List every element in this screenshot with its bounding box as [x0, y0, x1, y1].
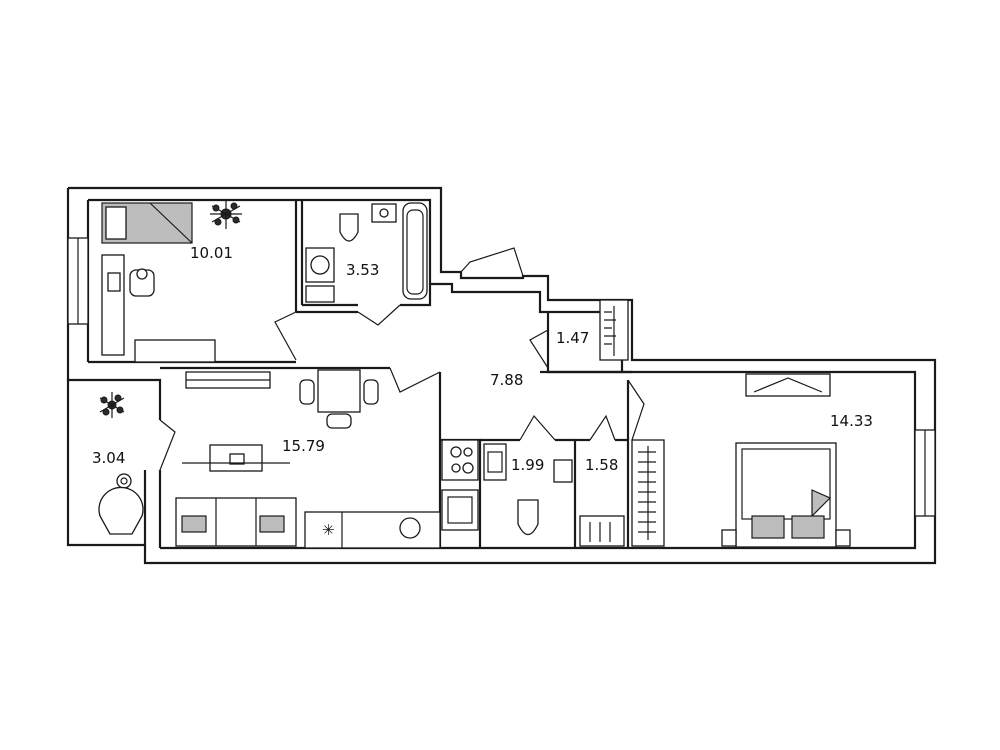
kitchen-sink [441, 489, 479, 531]
closet-furniture [579, 439, 665, 547]
armchair-balcony [98, 486, 144, 535]
toilet-bathroom [339, 213, 359, 242]
dining-chair-left [299, 379, 315, 405]
bathtub [402, 202, 428, 300]
room-toilet-area: 1.99 [511, 456, 544, 474]
living-furniture: ✳ [175, 369, 479, 549]
kettle-icon [399, 517, 421, 539]
room-bedroom-area: 14.33 [830, 412, 873, 430]
plant-icon [210, 199, 242, 229]
sink-toilet [553, 459, 573, 483]
pillow-right [791, 515, 825, 539]
laptop-icon [107, 272, 121, 292]
coffee-table [209, 444, 263, 472]
cabinet-bathroom [305, 285, 335, 303]
shelf-office [134, 339, 216, 363]
cushion-left [181, 515, 207, 533]
room-balcony-area: 3.04 [92, 449, 125, 467]
bedroom-furniture [721, 373, 851, 548]
nightstand-right [835, 529, 851, 547]
room-office-area: 10.01 [190, 244, 233, 262]
bathroom-furniture [305, 202, 428, 303]
dining-chair-bottom [326, 413, 352, 429]
laptop-icon-living [229, 453, 245, 465]
nightstand-left [721, 529, 737, 547]
side-table [116, 473, 132, 489]
doors [159, 247, 645, 471]
toilet-bowl [517, 499, 539, 536]
tv-stand-bedroom [745, 373, 831, 397]
cushion-right [259, 515, 285, 533]
snowflake-icon: ✳ [322, 521, 335, 539]
room-bathroom-area: 3.53 [346, 261, 379, 279]
room-storage-area: 1.47 [556, 329, 589, 347]
plant-icon-balcony [99, 392, 125, 418]
room-labels: 10.01 3.53 1.47 7.88 14.33 3.04 15.79 1.… [92, 244, 873, 474]
stove [441, 439, 479, 481]
room-closet-area: 1.58 [585, 456, 618, 474]
water-heater [483, 443, 507, 481]
outer-walls [66, 186, 937, 565]
pillow-left [751, 515, 785, 539]
office-furniture [101, 199, 242, 363]
dining-table [317, 369, 361, 413]
toilet-furniture [483, 443, 573, 536]
dining-chair-right [363, 379, 379, 405]
storage-shelves [599, 299, 629, 361]
room-hallway-area: 7.88 [490, 371, 523, 389]
desk-office [101, 254, 125, 356]
room-living-kitchen-area: 15.79 [282, 437, 325, 455]
balcony-furniture [98, 392, 144, 535]
